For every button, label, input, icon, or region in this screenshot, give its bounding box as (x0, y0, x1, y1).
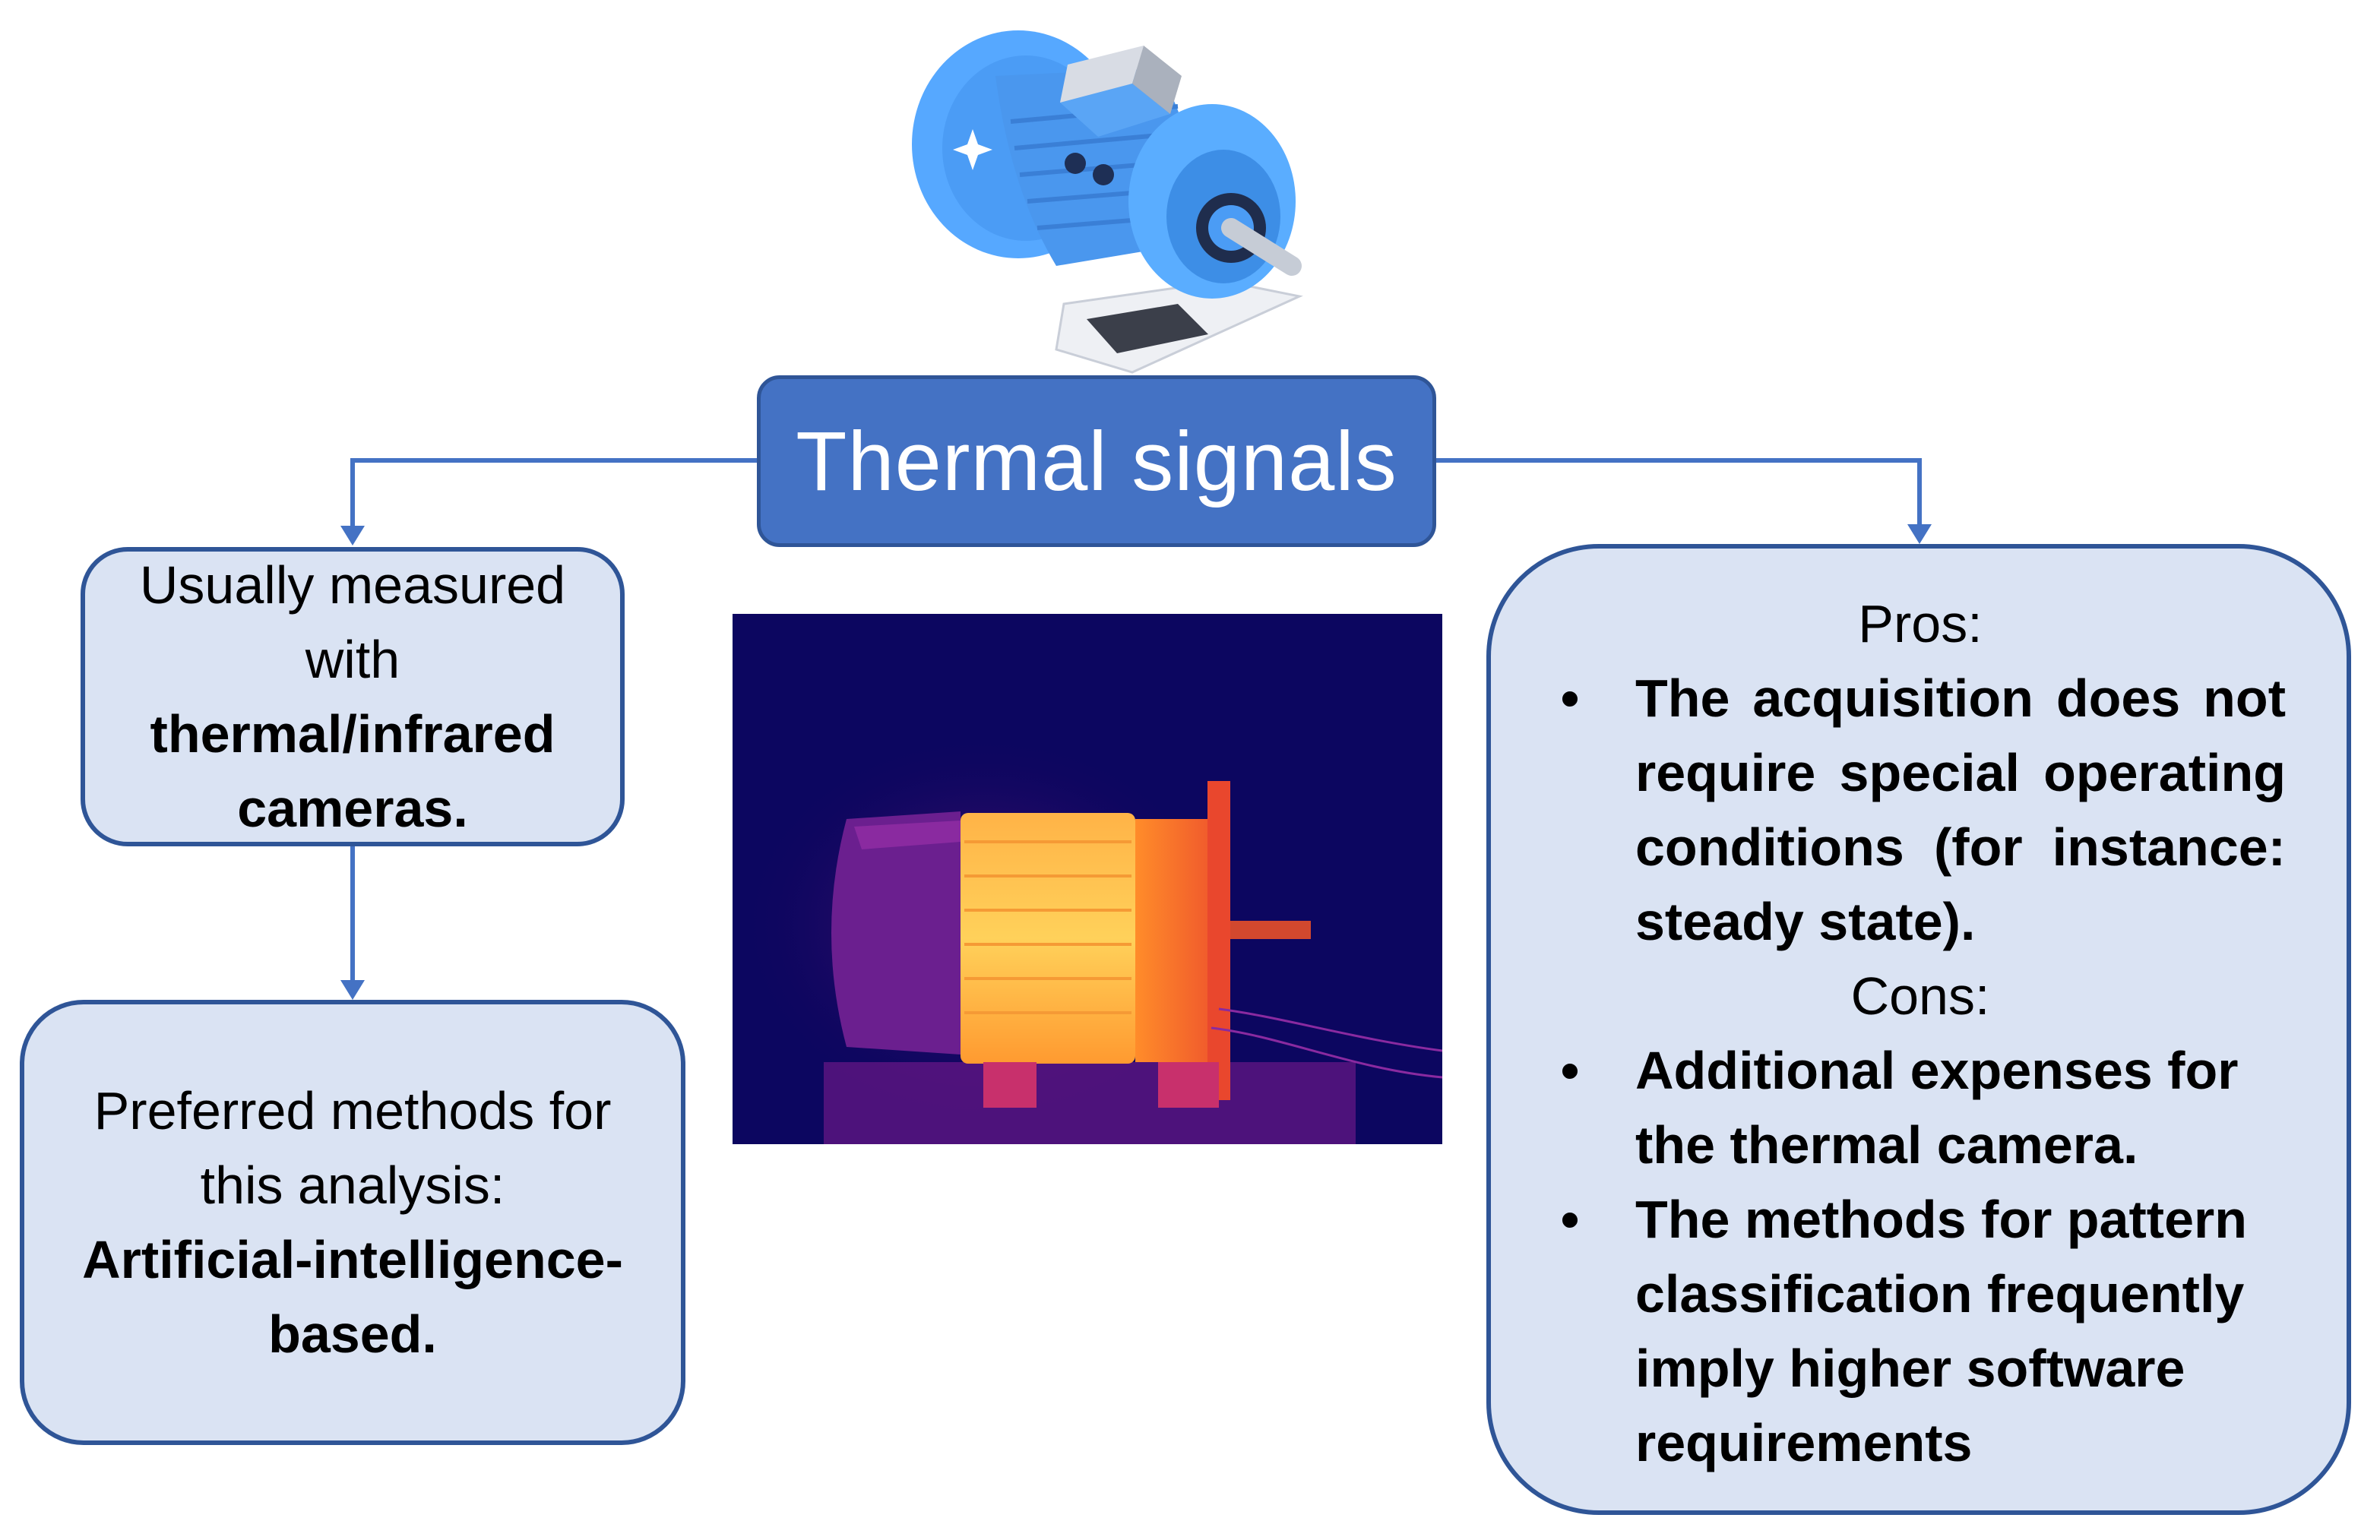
title: Thermal signals (796, 414, 1397, 508)
arrowhead-down (340, 980, 365, 1000)
electric-motor-icon (912, 30, 1303, 374)
thermal-image-of-motor (733, 614, 1442, 1144)
bullet-icon: • (1560, 1041, 1580, 1100)
preferred-methods-box: Preferred methods for this analysis: Art… (20, 1000, 685, 1445)
arrowhead-right (1907, 524, 1932, 544)
thermal-signals-title-box: Thermal signals (757, 375, 1436, 547)
cons-label: Cons: (1850, 966, 1990, 1026)
methods-bold-1: Artificial-intelligence- (82, 1230, 623, 1289)
pros-list: • The acquisition does not require speci… (1555, 661, 2286, 959)
measured-bold-2: cameras. (237, 779, 468, 838)
pros-label: Pros: (1858, 594, 1983, 653)
list-item: • The methods for pattern classification… (1555, 1182, 2286, 1480)
connector-left (350, 458, 757, 526)
bullet-icon: • (1560, 1190, 1580, 1249)
connector-right (1436, 458, 1922, 524)
measured-bold-1: thermal/infrared (150, 704, 555, 764)
measurement-method-box: Usually measured with thermal/infrared c… (81, 547, 625, 846)
cons-item-1: Additional expenses for the thermal came… (1635, 1041, 2239, 1175)
list-item: • Additional expenses for the thermal ca… (1555, 1033, 2286, 1182)
pros-cons-box: Pros: • The acquisition does not require… (1486, 544, 2351, 1515)
pros-item-1: The acquisition does not require special… (1635, 669, 2286, 951)
methods-line-1: Preferred methods for (93, 1081, 612, 1140)
cons-list: • Additional expenses for the thermal ca… (1555, 1033, 2286, 1480)
measured-line-1: Usually measured (139, 555, 566, 615)
methods-bold-2: based. (268, 1304, 437, 1364)
bullet-icon: • (1560, 669, 1580, 728)
list-item: • The acquisition does not require speci… (1555, 661, 2286, 959)
measured-line-2: with (305, 630, 400, 689)
cons-item-2: The methods for pattern classification f… (1635, 1190, 2248, 1472)
arrowhead-left (340, 526, 365, 545)
methods-line-2: this analysis: (200, 1156, 505, 1215)
